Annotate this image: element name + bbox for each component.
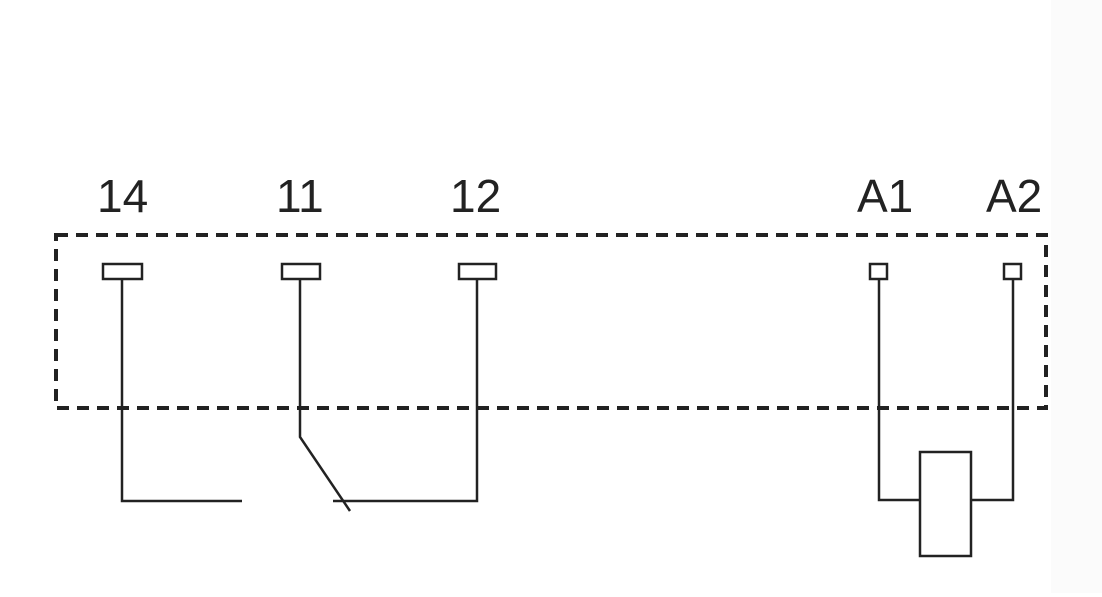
wire-terminal-a2 — [971, 279, 1015, 502]
wire-terminal-14 — [120, 279, 242, 503]
right-margin-strip — [1051, 0, 1102, 593]
terminal-pad-14 — [101, 262, 144, 281]
terminal-pad-a1 — [868, 262, 889, 281]
terminal-label-a2: A2 — [986, 170, 1042, 222]
terminal-pad-11 — [280, 262, 322, 281]
terminal-label-14: 14 — [97, 170, 148, 222]
wire-terminal-12 — [333, 279, 479, 503]
terminal-pad-a2 — [1002, 262, 1023, 281]
housing-dashed-outline — [54, 233, 1048, 410]
terminal-label-12: 12 — [450, 170, 501, 222]
terminal-pad-12 — [457, 262, 498, 281]
wire-terminal-11-switch-blade — [298, 279, 352, 512]
terminal-label-a1: A1 — [857, 170, 913, 222]
terminal-label-11: 11 — [276, 170, 324, 222]
wire-terminal-a1 — [877, 279, 920, 502]
relay-coil — [918, 450, 973, 558]
